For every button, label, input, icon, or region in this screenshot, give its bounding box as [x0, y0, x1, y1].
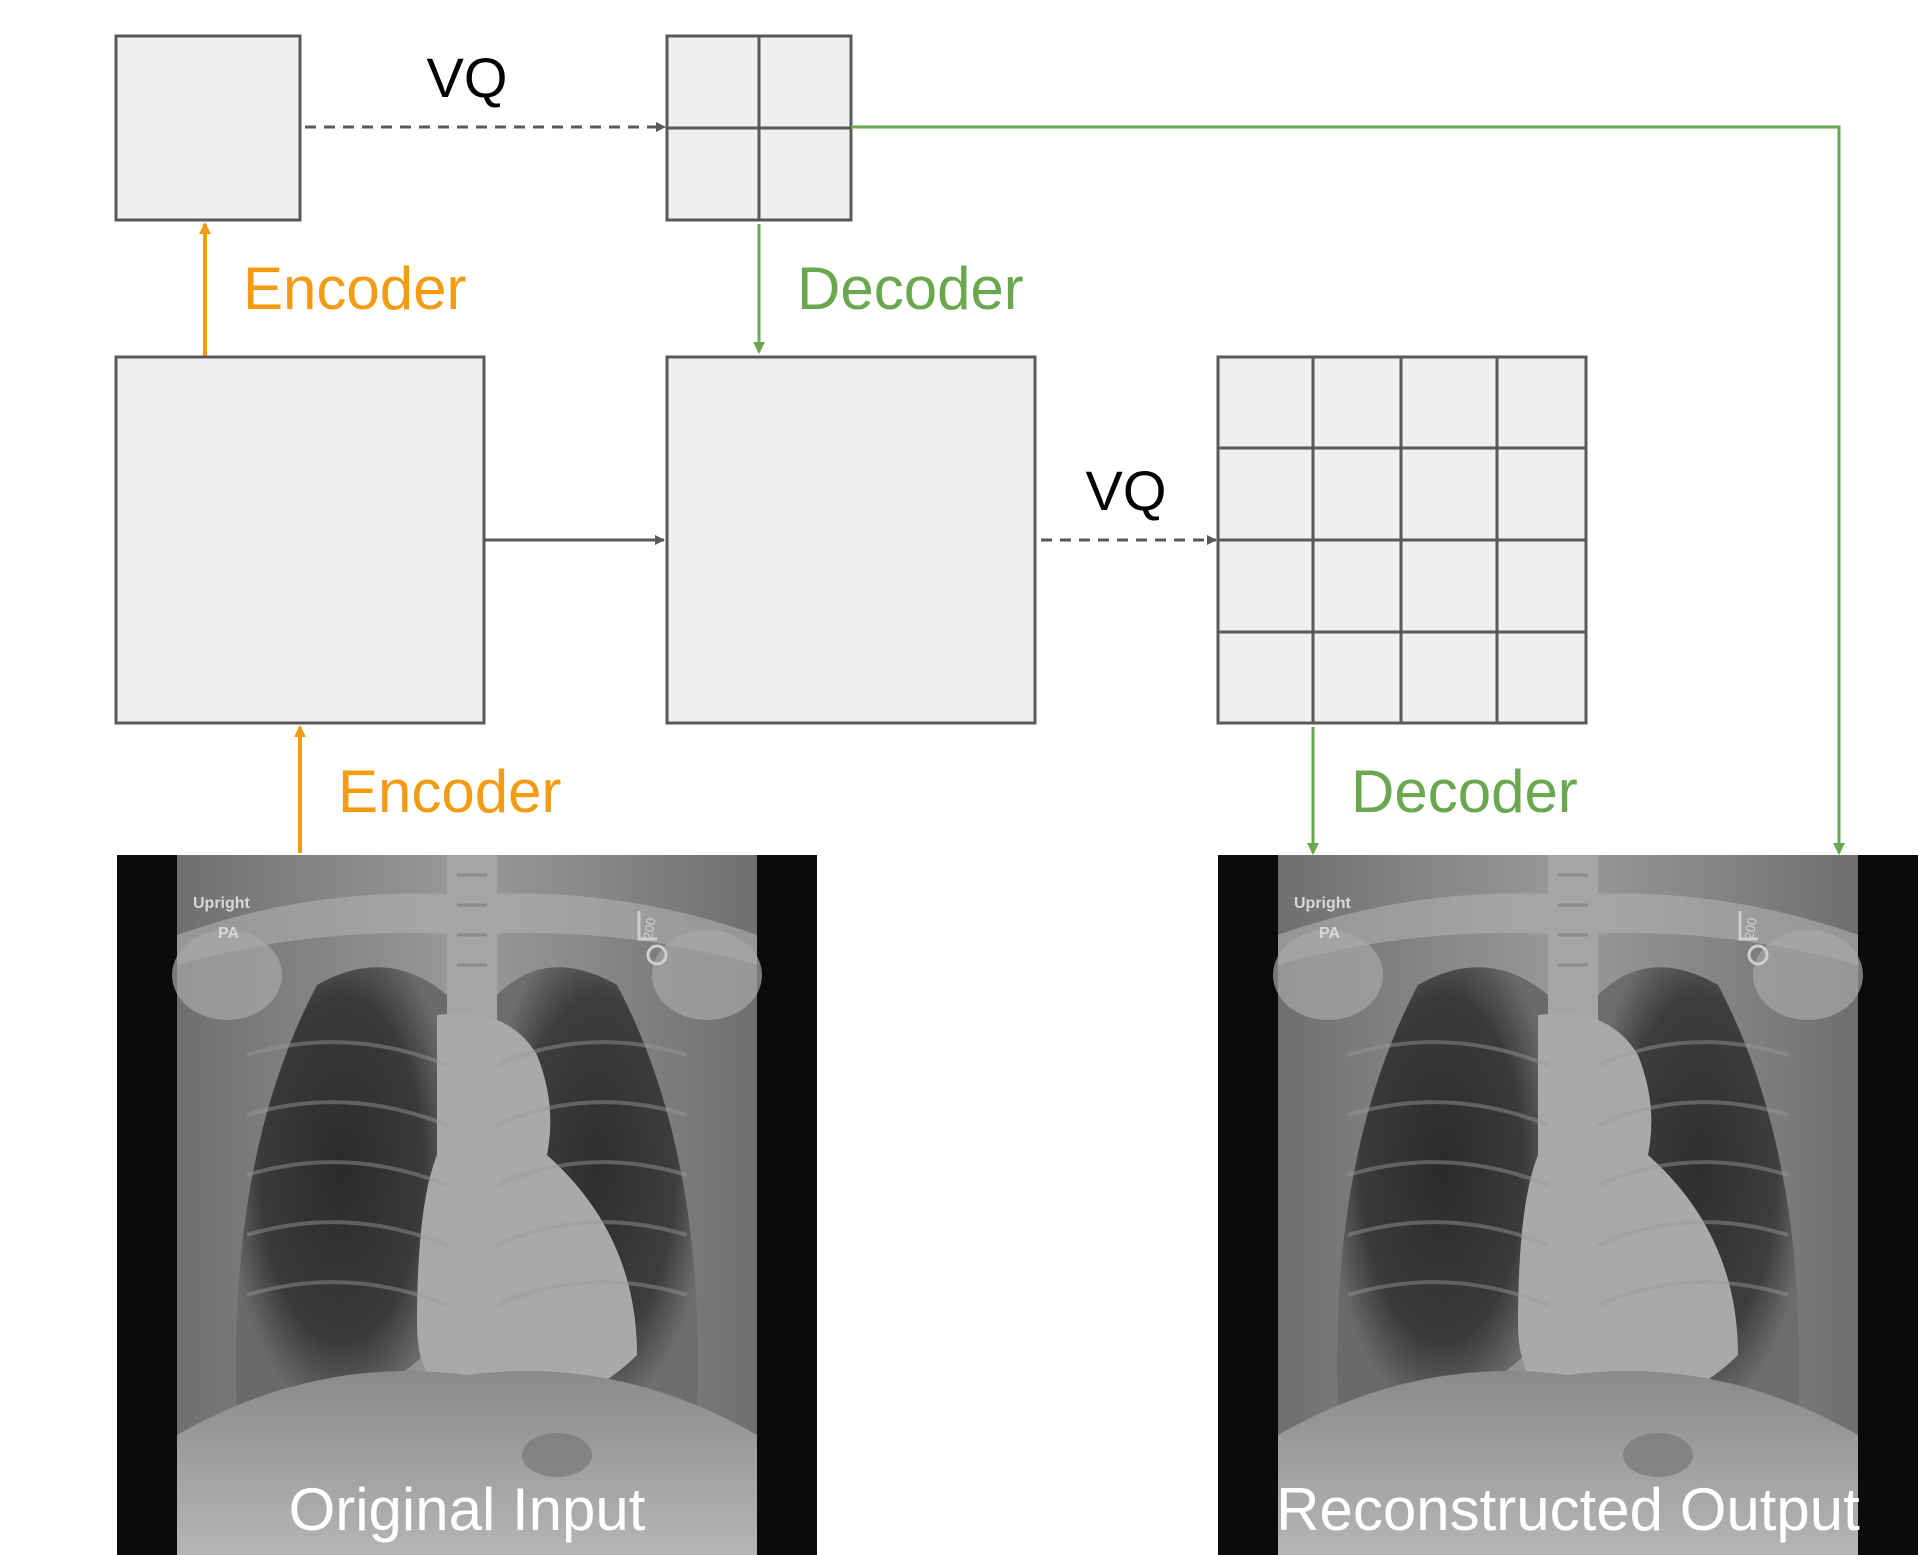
reconstructed-marker-pa: PA	[1319, 925, 1340, 942]
reconstructed-output-image: Upright PA 200 Reconstructed Output	[1218, 855, 1918, 1555]
bottom-latent-box	[114, 355, 486, 725]
decoder-bottom-label: Decoder	[1351, 758, 1578, 825]
original-marker-tag: 200	[640, 917, 659, 941]
vq-top-label: VQ	[427, 46, 508, 109]
original-marker-pa: PA	[218, 925, 239, 942]
original-marker-upright: Upright	[193, 895, 251, 912]
top-decoded-box	[665, 355, 1037, 725]
reconstructed-marker-tag: 200	[1741, 917, 1760, 941]
top-latent-box	[114, 34, 302, 222]
original-input-image: Upright PA 200 Original Input	[117, 855, 817, 1555]
decoder-skip-arrow	[851, 125, 1845, 855]
reconstructed-marker-upright: Upright	[1294, 895, 1352, 912]
vq-bottom-label: VQ	[1086, 459, 1167, 522]
encoder-top-label: Encoder	[243, 255, 466, 322]
original-input-caption: Original Input	[289, 1476, 646, 1543]
encoder-bottom-label: Encoder	[338, 758, 561, 825]
bottom-codebook-grid	[1216, 355, 1588, 725]
top-codebook-grid	[665, 34, 853, 222]
decoder-top-label: Decoder	[797, 255, 1024, 322]
reconstructed-output-caption: Reconstructed Output	[1276, 1476, 1860, 1543]
